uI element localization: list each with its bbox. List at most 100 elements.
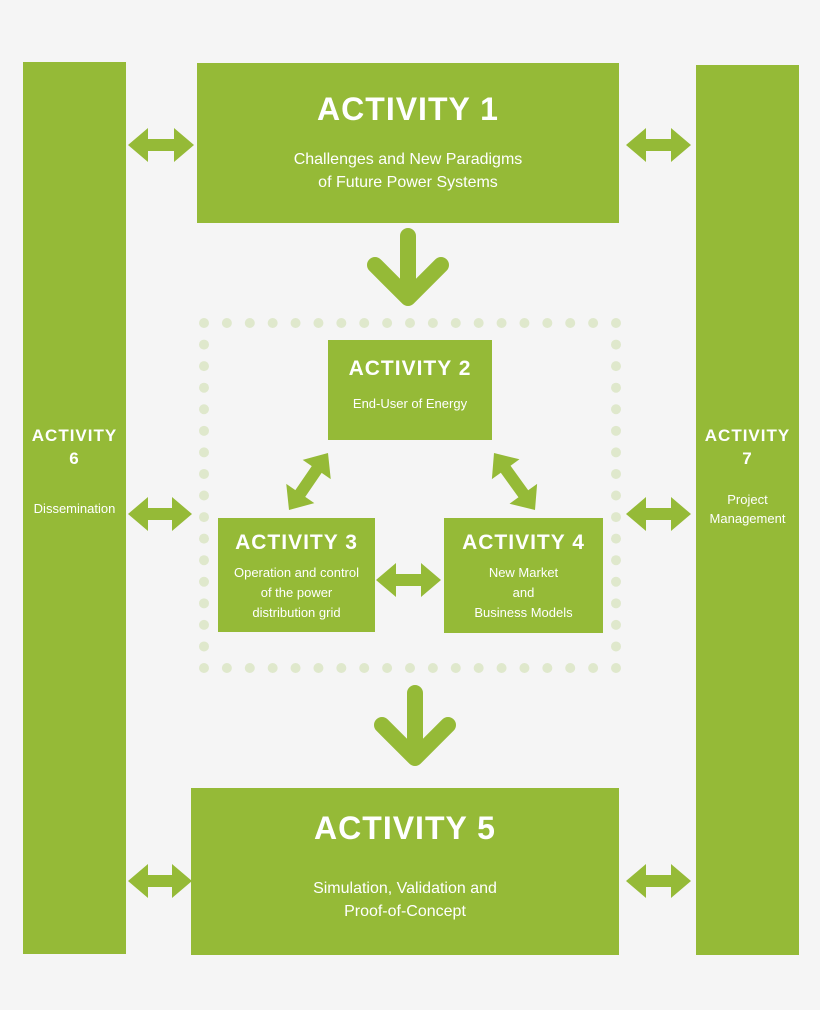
- frame-dot: [611, 576, 621, 587]
- frame-dot: [565, 663, 576, 673]
- activity-2-title: ACTIVITY 2: [348, 357, 472, 380]
- double-arrow-icon: [128, 497, 192, 531]
- frame-dot: [473, 663, 484, 673]
- frame-dot: [405, 663, 415, 673]
- frame-dot: [199, 447, 209, 458]
- double-arrow-icon: [376, 563, 441, 597]
- frame-dot: [199, 555, 209, 566]
- frame-dot: [611, 663, 621, 673]
- frame-dot: [405, 318, 415, 328]
- frame-dot: [290, 318, 301, 328]
- frame-dot: [611, 318, 621, 328]
- frame-dot: [199, 318, 209, 328]
- activity-3-title: ACTIVITY 3: [235, 531, 358, 554]
- frame-dot: [221, 318, 232, 328]
- frame-dot: [244, 663, 255, 673]
- activity-5-line-2: Proof-of-Concept: [344, 903, 466, 921]
- activity-1-line-2: of Future Power Systems: [318, 174, 498, 192]
- frame-dot: [611, 641, 621, 652]
- activity-7-title: ACTIVITY 7: [705, 424, 790, 470]
- arrows: [128, 128, 691, 898]
- frame-dot: [199, 404, 209, 415]
- activity-1-title: ACTIVITY 1: [317, 91, 499, 127]
- frame-dot: [588, 318, 599, 328]
- frame-dot: [336, 318, 347, 328]
- frame-dot: [542, 318, 553, 328]
- activity-4-box: ACTIVITY 4 New Market and Business Model…: [444, 518, 603, 633]
- frame-dot: [496, 318, 507, 328]
- frame-dot: [199, 598, 209, 609]
- frame-dot: [199, 425, 209, 436]
- frame-dot: [611, 361, 621, 372]
- frame-dot: [199, 382, 209, 393]
- frame-dot: [611, 404, 621, 415]
- activity-2-description: End-User of Energy: [353, 395, 467, 414]
- frame-dot: [565, 318, 576, 328]
- frame-dot: [611, 382, 621, 393]
- activity-4-description: New Market and Business Models: [474, 563, 572, 623]
- frame-dot: [382, 318, 393, 328]
- activity-3-description: Operation and control of the power distr…: [234, 563, 359, 623]
- down-arrow-icon: [367, 228, 449, 306]
- activity-3-line-3: distribution grid: [252, 605, 341, 620]
- double-arrow-icon: [491, 453, 538, 511]
- frame-dot: [199, 576, 209, 587]
- frame-dot: [611, 490, 621, 501]
- frame-dot: [267, 318, 278, 328]
- activity-7-title-number: 7: [742, 449, 753, 468]
- frame-dot: [611, 598, 621, 609]
- down-arrow-icon: [374, 685, 456, 766]
- frame-dot: [199, 641, 209, 652]
- activity-1-box: ACTIVITY 1 Challenges and New Paradigms …: [197, 63, 619, 223]
- activity-5-box: ACTIVITY 5 Simulation, Validation and Pr…: [191, 788, 619, 955]
- frame-dot: [199, 619, 209, 630]
- frame-dot: [199, 663, 209, 673]
- frame-dot: [199, 490, 209, 501]
- frame-dot: [611, 619, 621, 630]
- double-arrow-icon: [626, 128, 691, 162]
- frame-dot: [336, 663, 347, 673]
- frame-dot: [199, 339, 209, 350]
- frame-dot: [450, 318, 461, 328]
- activity-2-box: ACTIVITY 2 End-User of Energy: [328, 340, 492, 440]
- activity-4-line-1: New Market: [488, 565, 559, 580]
- frame-dot: [359, 663, 370, 673]
- activity-7-line-1: Project: [727, 492, 768, 507]
- activity-3-line-2: of the power: [260, 585, 333, 600]
- activity-3-line-1: Operation and control: [233, 565, 360, 580]
- frame-dot: [199, 533, 209, 544]
- activity-7-description: Project Management: [710, 490, 786, 528]
- activity-6-title-line: ACTIVITY: [31, 426, 118, 445]
- activity-6-description: Dissemination: [34, 500, 116, 519]
- frame-dot: [359, 318, 370, 328]
- double-arrow-icon: [128, 864, 192, 898]
- activity-1-line-1: Challenges and New Paradigms: [293, 151, 523, 168]
- frame-dot: [427, 663, 438, 673]
- frame-dot: [382, 663, 393, 673]
- activity-6-title-number: 6: [69, 449, 80, 468]
- activity-5-title: ACTIVITY 5: [314, 810, 496, 846]
- double-arrow-icon: [626, 864, 691, 898]
- activity-4-line-2: and: [512, 585, 535, 600]
- frame-dot: [496, 663, 507, 673]
- frame-dot: [244, 318, 255, 328]
- frame-dot: [450, 663, 461, 673]
- frame-dot: [611, 339, 621, 350]
- frame-dot: [199, 512, 209, 523]
- activity-5-line-1: Simulation, Validation and: [313, 880, 497, 897]
- activity-7-title-line: ACTIVITY: [704, 426, 791, 445]
- frame-dot: [313, 318, 324, 328]
- activity-6-title: ACTIVITY 6: [32, 424, 117, 470]
- frame-dot: [290, 663, 301, 673]
- frame-dot: [611, 425, 621, 436]
- double-arrow-icon: [286, 453, 331, 510]
- activity-6-box: ACTIVITY 6 Dissemination: [23, 62, 126, 954]
- activity-7-box: ACTIVITY 7 Project Management: [696, 65, 799, 955]
- frame-dot: [588, 663, 599, 673]
- frame-dot: [611, 512, 621, 523]
- activity-1-description: Challenges and New Paradigms of Future P…: [294, 148, 523, 194]
- double-arrow-icon: [128, 128, 194, 162]
- activity-4-line-3: Business Models: [474, 605, 573, 620]
- frame-dot: [519, 318, 530, 328]
- frame-dot: [427, 318, 438, 328]
